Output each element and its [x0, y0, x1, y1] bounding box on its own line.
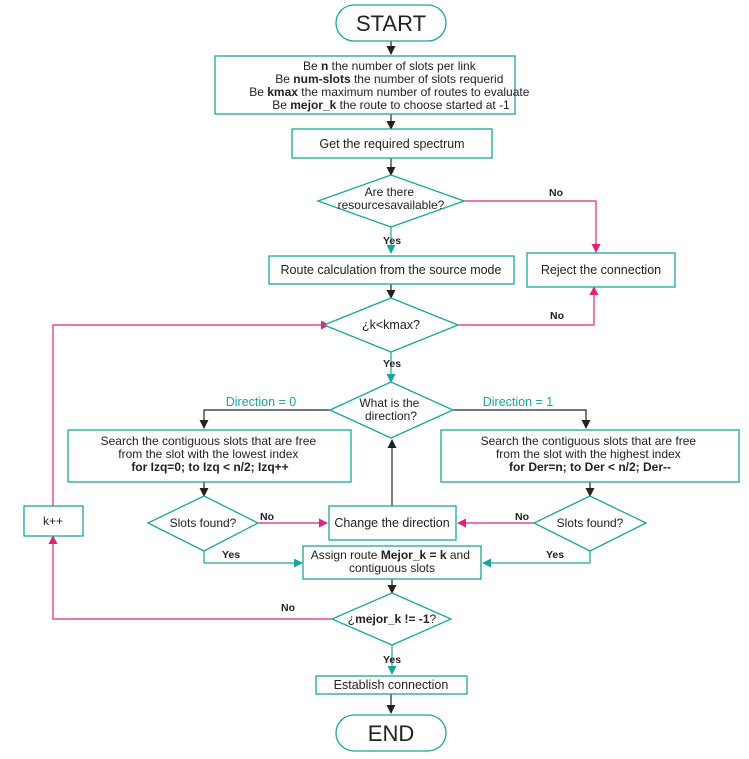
found-left-label: Slots found? — [170, 516, 237, 530]
mejor-label: ¿mejor_k != -1? — [348, 612, 437, 626]
search-left-label: Search the contiguous slots that are fre… — [101, 434, 320, 474]
get-spectrum-box — [291, 128, 493, 159]
resources-decision — [316, 174, 466, 228]
mejor-decision — [330, 592, 453, 646]
reject-label: Reject the connection — [541, 263, 661, 277]
arrow-direction-1 — [453, 409, 591, 429]
change-direction-box — [328, 505, 457, 541]
kinc-box — [23, 505, 84, 537]
label-yes-found-left: Yes — [222, 549, 240, 561]
init-text: Be n the number of slots per link Be num… — [249, 59, 533, 112]
kcheck-decision — [322, 297, 460, 353]
assign-label: Assign route Mejor_k = k and contiguous … — [311, 548, 473, 575]
get-spectrum-label: Get the required spectrum — [319, 137, 464, 151]
kinc-label: k++ — [43, 514, 63, 528]
search-left-box — [67, 429, 352, 483]
found-right-decision — [532, 495, 648, 552]
arrow-resources-no — [464, 200, 601, 253]
route-calc-label: Route calculation from the source mode — [281, 263, 502, 277]
direction-decision — [328, 381, 455, 439]
end-terminal — [335, 714, 447, 752]
arrow-direction-0 — [199, 409, 330, 429]
label-no-found-right: No — [515, 511, 529, 523]
label-no-mejor: No — [281, 602, 295, 614]
arrow-found-right-yes — [482, 551, 591, 568]
init-box — [214, 55, 516, 115]
end-label: END — [368, 721, 414, 746]
label-no-resources: No — [549, 187, 563, 199]
arrow-kcheck-no — [458, 286, 599, 326]
label-yes-kcheck: Yes — [383, 358, 401, 370]
route-calc-box — [268, 255, 515, 285]
search-right-box — [440, 429, 740, 483]
label-no-kcheck: No — [550, 310, 564, 322]
direction-label: What is the direction? — [359, 396, 422, 423]
label-yes-found-right: Yes — [546, 549, 564, 561]
arrow-mejor-no — [48, 535, 332, 620]
arrow-kinc-to-kcheck — [52, 320, 330, 506]
kcheck-label: ¿k<kmax? — [362, 318, 420, 332]
change-direction-label: Change the direction — [334, 516, 449, 530]
start-label: START — [356, 11, 426, 36]
establish-box — [315, 675, 468, 695]
label-direction-1: Direction = 1 — [483, 395, 554, 409]
search-right-label: Search the contiguous slots that are fre… — [481, 434, 700, 474]
resources-label: Are there resourcesavailable? — [338, 185, 445, 212]
label-no-found-left: No — [260, 511, 274, 523]
found-right-label: Slots found? — [557, 516, 624, 530]
found-left-decision — [146, 495, 260, 552]
assign-box — [302, 545, 482, 580]
establish-label: Establish connection — [334, 678, 449, 692]
reject-box — [526, 252, 676, 288]
start-terminal — [335, 4, 447, 42]
label-yes-resources: Yes — [383, 235, 401, 247]
label-direction-0: Direction = 0 — [226, 395, 297, 409]
arrow-found-left-yes — [203, 551, 303, 568]
label-yes-mejor: Yes — [383, 654, 401, 666]
